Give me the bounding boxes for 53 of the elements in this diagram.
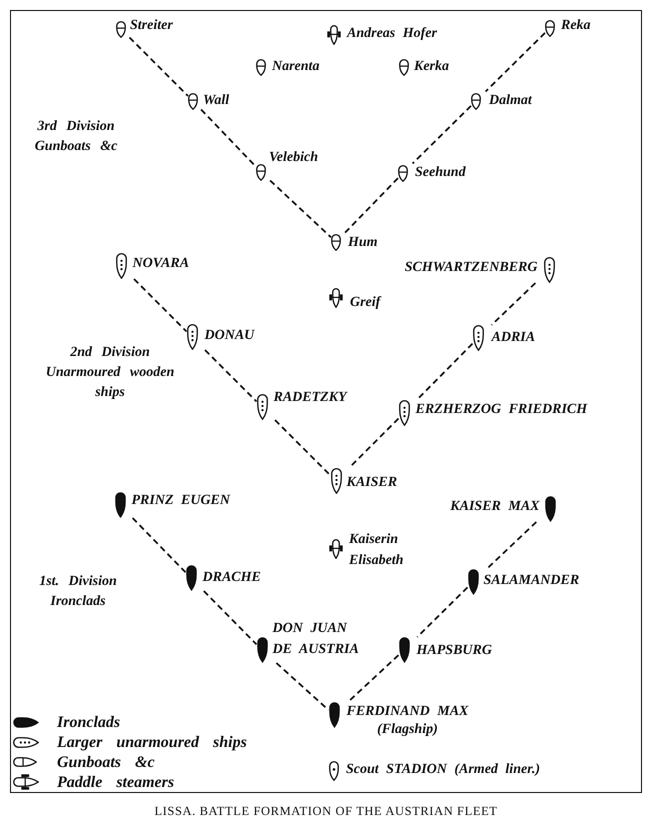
legend-label: Paddle steamers (57, 772, 174, 792)
division-label: 2nd Division Unarmoured wooden ships (44, 344, 176, 402)
ship-name: Reka (561, 16, 591, 34)
connector-line (204, 349, 258, 402)
ship-name: Dalmat (489, 92, 532, 110)
connector-line (274, 419, 332, 476)
ship-name: FERDINAND MAX (346, 703, 468, 721)
ship-name: Andreas Hofer (347, 25, 437, 43)
connector-line (412, 105, 472, 164)
legend-label: Ironclads (57, 712, 120, 732)
connector-line (276, 662, 330, 711)
connector-line (416, 342, 474, 401)
ship-name: Greif (350, 294, 380, 312)
legend-label: Gunboats &c (57, 752, 155, 772)
ship-name: Wall (203, 92, 230, 110)
connector-line (484, 32, 546, 92)
ship-name: SCHWARTZENBERG (404, 259, 538, 277)
connector-line (128, 36, 189, 97)
ship-name: HAPSBURG (416, 642, 492, 660)
ship-name: NOVARA (132, 255, 190, 273)
ship-name: Seehund (415, 164, 466, 182)
connector-line (344, 177, 399, 234)
ship-name: RADETZKY (274, 389, 347, 407)
connector-line (486, 521, 537, 570)
connector-line (200, 108, 257, 168)
ship-name: Velebich (269, 148, 318, 166)
ship-name: Narenta (272, 58, 320, 76)
ship-name: ADRIA (492, 329, 536, 347)
ship-name: PRINZ EUGEN (132, 492, 230, 510)
division-label: 3rd Division Gunboats &c (34, 118, 118, 156)
ship-name: Hum (348, 234, 378, 252)
caption: LISSA. BATTLE FORMATION OF THE AUSTRIAN FLEET (154, 803, 498, 819)
connector-line (490, 282, 536, 326)
connector-line (133, 278, 188, 332)
ship-name: DONAU (204, 327, 254, 345)
connector-line (269, 180, 332, 238)
ship-name: KAISER (346, 474, 398, 492)
ship-name: DRACHE (202, 569, 261, 587)
ship-name: Streiter (130, 16, 173, 34)
ship-note: (Flagship) (377, 721, 438, 739)
legend-label: Larger unarmoured ships (57, 732, 247, 752)
ship-name: ERZHERZOG FRIEDRICH (416, 401, 588, 419)
ship-name: SALAMANDER (484, 572, 580, 590)
ship-name: DON JUAN DE AUSTRIA (272, 620, 360, 659)
ship-name: Scout STADION (Armed liner.) (346, 761, 540, 779)
connector-line (416, 586, 468, 638)
connector-line (347, 654, 400, 703)
connector-line (203, 590, 258, 646)
ship-name: KAISER MAX (450, 498, 540, 516)
connector-line (132, 517, 186, 573)
ship-name: Kerka (414, 58, 449, 76)
division-label: 1st. Division Ironclads (38, 573, 118, 611)
ship-name: Kaiserin Elisabeth (349, 531, 404, 570)
